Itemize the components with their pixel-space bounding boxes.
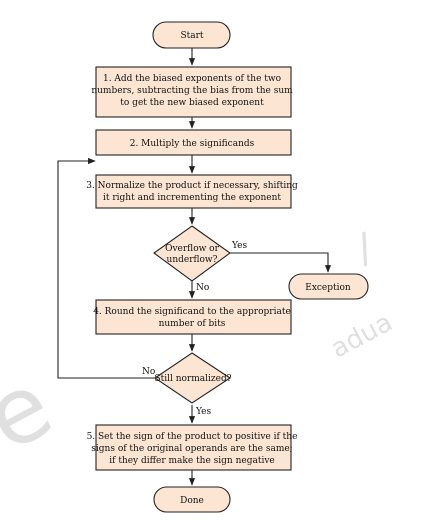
normalized-yes-label: Yes <box>195 407 211 417</box>
done-node: Done <box>153 486 231 513</box>
step1-line-1: 1. Add the biased exponents of the two <box>103 74 281 84</box>
exception-label: Exception <box>305 283 351 293</box>
overflow-line-1: Overflow or <box>165 244 219 254</box>
normalized-label: Still normalized? <box>154 374 231 384</box>
normalized-no-label: No <box>142 367 155 377</box>
exception-node: Exception <box>288 273 369 300</box>
step2-box: 2. Multiply the significands <box>95 129 292 156</box>
step5-line-3: if they differ make the sign negative <box>109 456 275 466</box>
normalized-decision: Still normalized? <box>154 352 232 404</box>
svg-text:/: / <box>350 225 379 273</box>
step5-line-2: signs of the original operands are the s… <box>91 444 292 454</box>
step1-line-3: to get the new biased exponent <box>120 98 264 108</box>
step3-box: 3. Normalize the product if necessary, s… <box>86 174 298 209</box>
svg-text:adua: adua <box>326 307 397 364</box>
overflow-decision: Overflow or underflow? <box>153 225 231 282</box>
edge-normalized-no-to-step3 <box>57 157 155 379</box>
step4-line-1: 4. Round the significand to the appropri… <box>93 307 291 317</box>
step4-box: 4. Round the significand to the appropri… <box>93 299 292 335</box>
done-label: Done <box>180 496 204 506</box>
step1-box: 1. Add the biased exponents of the two n… <box>91 66 293 118</box>
step2-label: 2. Multiply the significands <box>130 139 255 149</box>
step5-line-1: 5. Set the sign of the product to positi… <box>87 432 298 442</box>
overflow-no-label: No <box>196 283 209 293</box>
overflow-line-2: underflow? <box>167 255 218 265</box>
step1-line-2: numbers, subtracting the bias from the s… <box>91 86 293 96</box>
start-label: Start <box>180 31 203 41</box>
step5-box: 5. Set the sign of the product to positi… <box>87 424 298 471</box>
step4-line-2: number of bits <box>159 319 226 329</box>
step3-line-1: 3. Normalize the product if necessary, s… <box>86 181 298 191</box>
start-node: Start <box>152 21 231 49</box>
step3-line-2: it right and incrementing the exponent <box>103 193 281 203</box>
edge-overflow-yes-to-exception <box>230 252 332 273</box>
overflow-yes-label: Yes <box>231 241 247 251</box>
edges <box>57 48 332 486</box>
